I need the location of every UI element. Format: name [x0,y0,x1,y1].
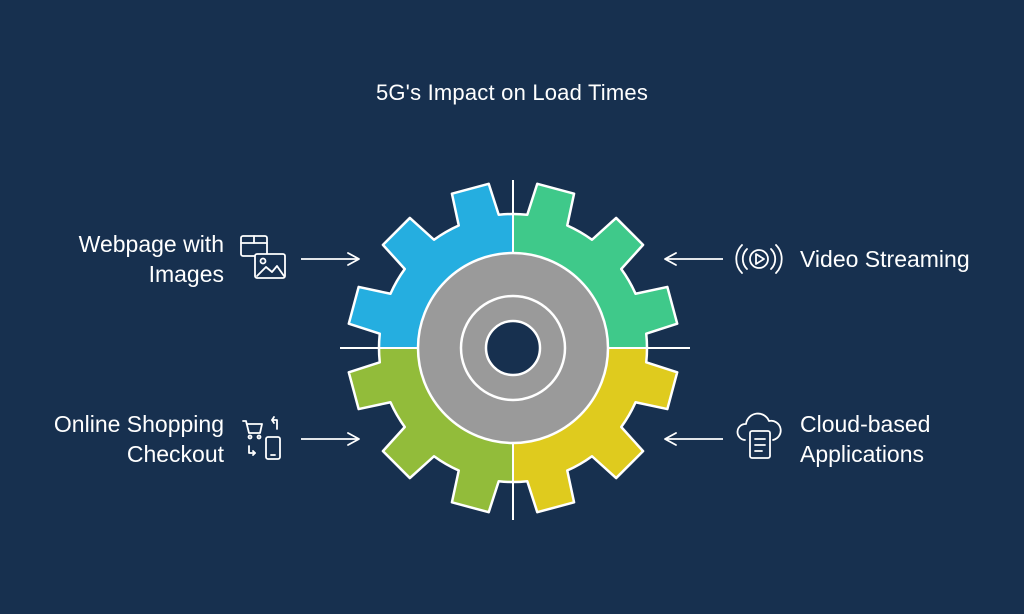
label-shopping-line2: Checkout [126,441,224,467]
label-shopping-line1: Online Shopping [53,411,224,437]
gear-hub-hole [484,319,542,377]
shopping-cart-phone-icon [242,416,281,460]
label-video-streaming: Video Streaming [800,244,970,274]
label-cloud-line2: Applications [800,441,925,467]
label-video-line1: Video Streaming [800,246,970,272]
video-stream-icon [735,244,783,274]
cloud-document-icon [736,412,782,459]
label-webpage-line1: Webpage with [78,231,224,257]
label-online-shopping-checkout: Online Shopping Checkout [54,409,224,469]
label-webpage-with-images: Webpage with Images [79,229,224,289]
label-webpage-line2: Images [148,261,224,287]
label-cloud-line1: Cloud-based [800,411,931,437]
label-cloud-based-applications: Cloud-based Applications [800,409,930,469]
image-gallery-icon [240,235,286,279]
diagram-title: 5G's Impact on Load Times [375,80,649,105]
